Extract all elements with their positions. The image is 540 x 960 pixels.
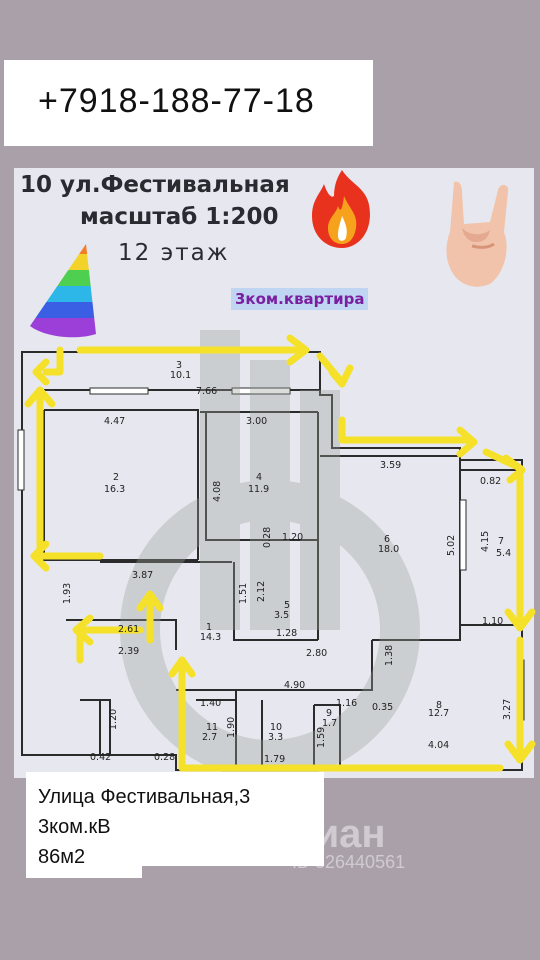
room-5-area: 3.5 <box>274 610 290 621</box>
dim-label: 1.79 <box>264 754 286 765</box>
dim-label: 4.15 <box>480 530 491 552</box>
room-4-area: 11.9 <box>248 484 270 495</box>
room-10-area: 3.3 <box>268 732 284 743</box>
dim-label: 7.66 <box>196 386 218 397</box>
room-9-area: 1.7 <box>322 718 338 729</box>
room-7-area: 5.4 <box>496 548 512 559</box>
dim-label: 3.59 <box>380 460 402 471</box>
dim-label: 1.51 <box>238 582 249 604</box>
dim-label: 3.87 <box>132 570 154 581</box>
room-7-id: 7 <box>498 536 505 547</box>
plan-floor: 12 этаж <box>118 240 230 266</box>
rock-hand-icon <box>446 181 509 287</box>
dim-label: 3.00 <box>246 416 268 427</box>
dim-label: 1.93 <box>62 582 73 604</box>
room-9-id: 9 <box>326 708 333 719</box>
dim-label: 0.42 <box>90 752 112 763</box>
party-hat-icon <box>30 244 96 338</box>
room-6-id: 6 <box>384 534 391 545</box>
plan-scale: масштаб 1:200 <box>80 204 279 230</box>
info-address: Улица Фестивальная,3 <box>38 786 251 808</box>
dim-label: 2.39 <box>118 646 140 657</box>
room-4-id: 4 <box>256 472 263 483</box>
plan-address: 10 ул.Фестивальная <box>20 172 290 198</box>
info-box-tail <box>26 866 142 878</box>
dim-label: 0.82 <box>480 476 502 487</box>
dim-label: 2.12 <box>256 580 267 602</box>
dim-label: 5.02 <box>446 534 457 556</box>
room-1-id: 1 <box>206 622 213 633</box>
room-10-id: 10 <box>270 722 283 733</box>
room-8-area: 12.7 <box>428 708 450 719</box>
room-11-area: 2.7 <box>202 732 218 743</box>
fire-icon <box>312 170 370 248</box>
dim-label: 3.27 <box>502 698 513 720</box>
phone-number[interactable]: +7918-188-77-18 <box>38 82 315 120</box>
dim-label: 1.10 <box>482 616 504 627</box>
dim-label: 1.40 <box>200 698 222 709</box>
room-1-area: 14.3 <box>200 632 222 643</box>
dim-label: 4.90 <box>284 680 306 691</box>
dim-label: 0.28 <box>154 752 176 763</box>
room-2-id: 2 <box>113 472 120 483</box>
dim-label: 1.20 <box>282 532 304 543</box>
room-5-id: 5 <box>284 600 291 611</box>
dim-label: 1.28 <box>276 628 298 639</box>
dim-label: 1.16 <box>336 698 358 709</box>
dim-label: 1.90 <box>226 716 237 738</box>
dim-label: 2.80 <box>306 648 328 659</box>
apartment-label: 3ком.квартира <box>231 288 369 310</box>
room-6-area: 18.0 <box>378 544 400 555</box>
dim-label: 1.20 <box>108 708 119 730</box>
room-11-id: 11 <box>206 722 219 733</box>
info-area: 86м2 <box>38 846 86 868</box>
room-8-id: 8 <box>436 700 443 711</box>
room-2-area: 16.3 <box>104 484 126 495</box>
dim-label: 4.08 <box>212 480 223 502</box>
dim-label: 0.35 <box>372 702 394 713</box>
phone-box <box>4 60 373 146</box>
room-3-area: 10.1 <box>170 370 192 381</box>
info-box <box>26 772 324 866</box>
dim-label: 1.38 <box>384 644 395 666</box>
room-3-id: 3 <box>176 360 183 371</box>
dim-label: 4.04 <box>428 740 450 751</box>
info-rooms: 3ком.кВ <box>38 816 111 838</box>
dim-label: 1.59 <box>316 726 327 748</box>
dim-label: 2.61 <box>118 624 140 635</box>
dim-label: 4.47 <box>104 416 126 427</box>
dim-label: 0.28 <box>262 526 273 548</box>
floor-plan <box>14 168 534 778</box>
